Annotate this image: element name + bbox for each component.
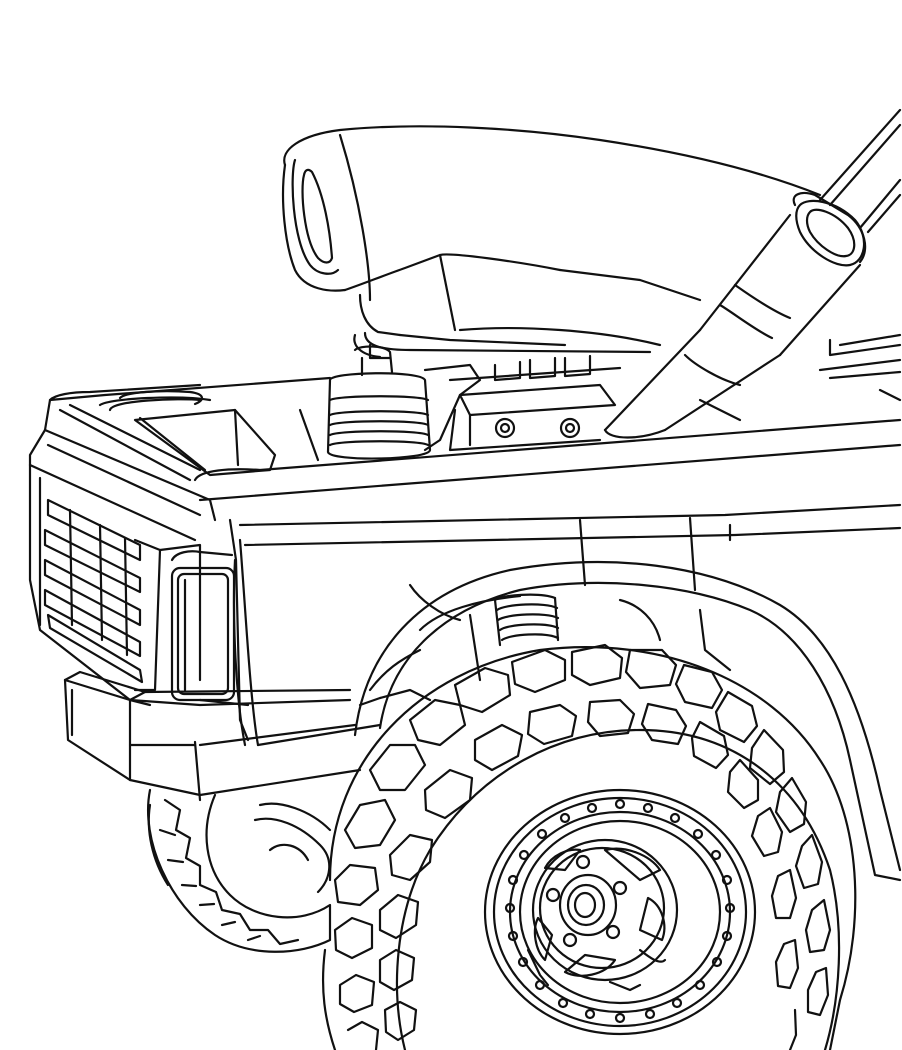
front-tire (321, 643, 857, 1050)
exhaust-stack (603, 108, 902, 439)
hood-scoop (281, 125, 902, 360)
beadlock-wheel (483, 788, 757, 1036)
headlight (170, 518, 250, 742)
front-grille (28, 383, 217, 707)
engine-bay (48, 333, 902, 482)
coil-spring (493, 593, 560, 647)
body-side (193, 418, 902, 882)
front-bumper (63, 670, 362, 802)
rear-tire (146, 788, 332, 953)
